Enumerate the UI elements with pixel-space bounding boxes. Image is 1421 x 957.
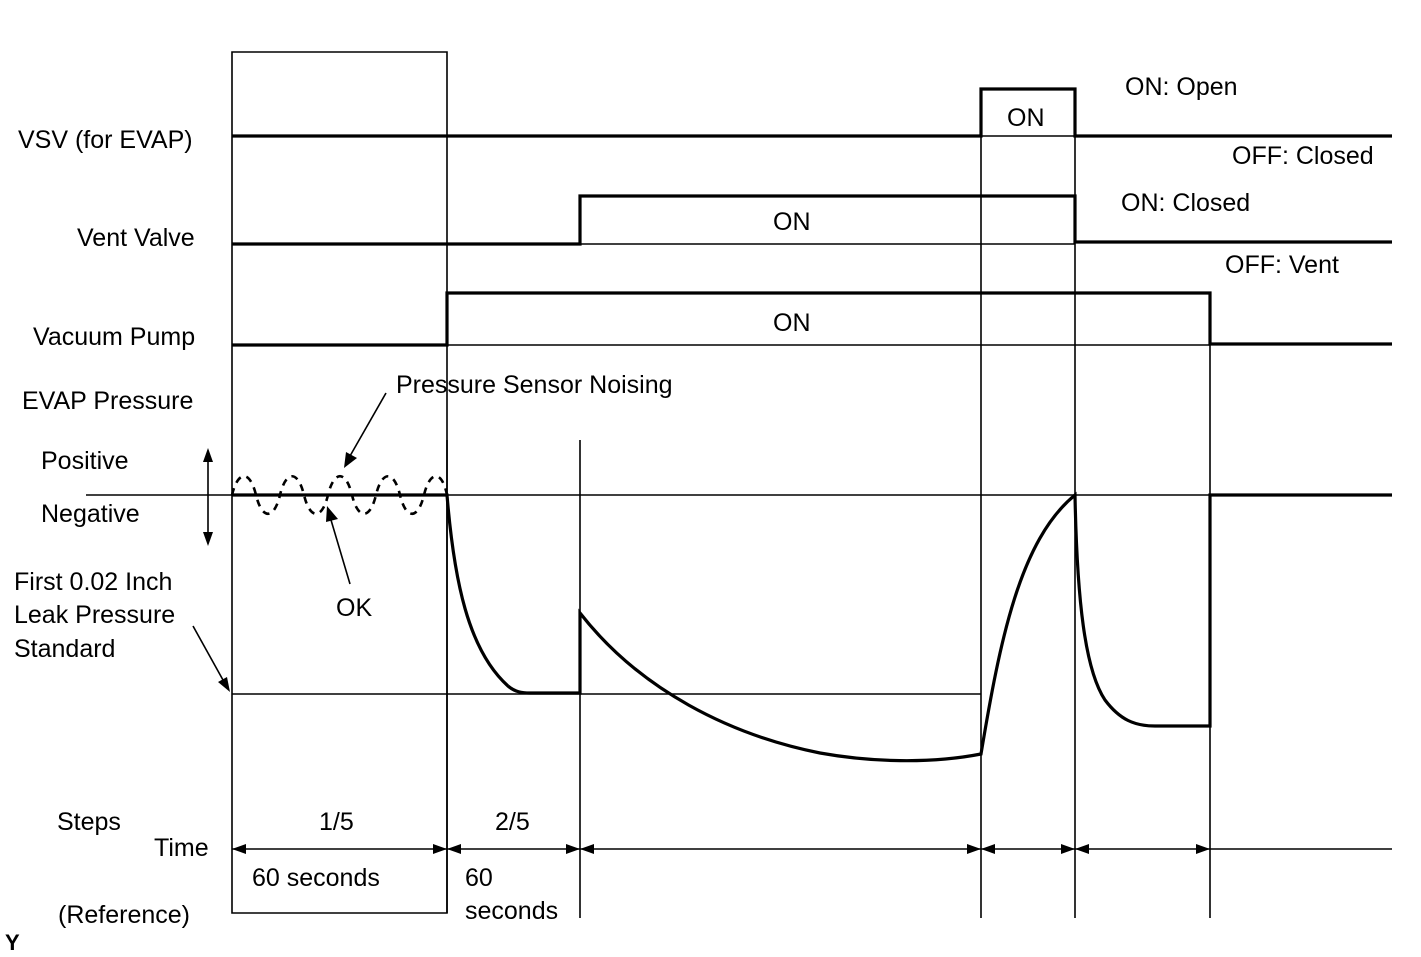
- pump-on-label: ON: [773, 309, 811, 337]
- vacuum-pump-label: Vacuum Pump: [33, 323, 195, 351]
- negative-label: Negative: [41, 500, 140, 528]
- step-1-frame: [231, 51, 448, 914]
- reference-label: (Reference): [58, 901, 190, 929]
- vent-valve-signal: [232, 194, 1392, 246]
- vsv-on-label: ON: [1007, 104, 1045, 132]
- noise-callout-arrow: [344, 392, 387, 468]
- positive-negative-arrow: [203, 448, 213, 546]
- standard-label-line1: First 0.02 Inch: [14, 568, 172, 596]
- vent-state-on: ON: Closed: [1121, 189, 1250, 217]
- evap-pressure-label: EVAP Pressure: [22, 387, 193, 415]
- time-label: Time: [154, 834, 209, 862]
- pressure-noise-wave: [230, 474, 449, 516]
- vent-valve-label: Vent Valve: [77, 224, 195, 252]
- standard-label-line3: Standard: [14, 635, 115, 663]
- positive-label: Positive: [41, 447, 129, 475]
- vent-on-label: ON: [773, 208, 811, 236]
- vsv-label: VSV (for EVAP): [18, 126, 193, 154]
- steps-label: Steps: [57, 808, 121, 836]
- vent-state-off: OFF: Vent: [1225, 251, 1339, 279]
- vsv-state-off: OFF: Closed: [1232, 142, 1374, 170]
- vacuum-pump-signal: [232, 291, 1392, 347]
- standard-label-line2: Leak Pressure: [14, 601, 175, 629]
- step-2-time-line1: 60: [465, 864, 493, 892]
- step-2-time-line2: seconds: [465, 897, 558, 925]
- ok-callout-arrow: [326, 506, 351, 585]
- step-1-label: 1/5: [319, 808, 354, 836]
- evap-pressure-curve: [232, 491, 1392, 763]
- pressure-reference-lines: [86, 494, 1392, 695]
- corner-mark: Y: [5, 930, 20, 955]
- step-dividers: [446, 88, 1211, 918]
- vsv-state-on: ON: Open: [1125, 73, 1238, 101]
- vsv-signal: [232, 87, 1392, 138]
- ok-label: OK: [336, 594, 372, 622]
- step-1-time: 60 seconds: [252, 864, 380, 892]
- noise-note: Pressure Sensor Noising: [396, 371, 673, 399]
- time-axis: [232, 844, 1392, 854]
- step-2-label: 2/5: [495, 808, 530, 836]
- standard-callout-arrow: [192, 625, 230, 692]
